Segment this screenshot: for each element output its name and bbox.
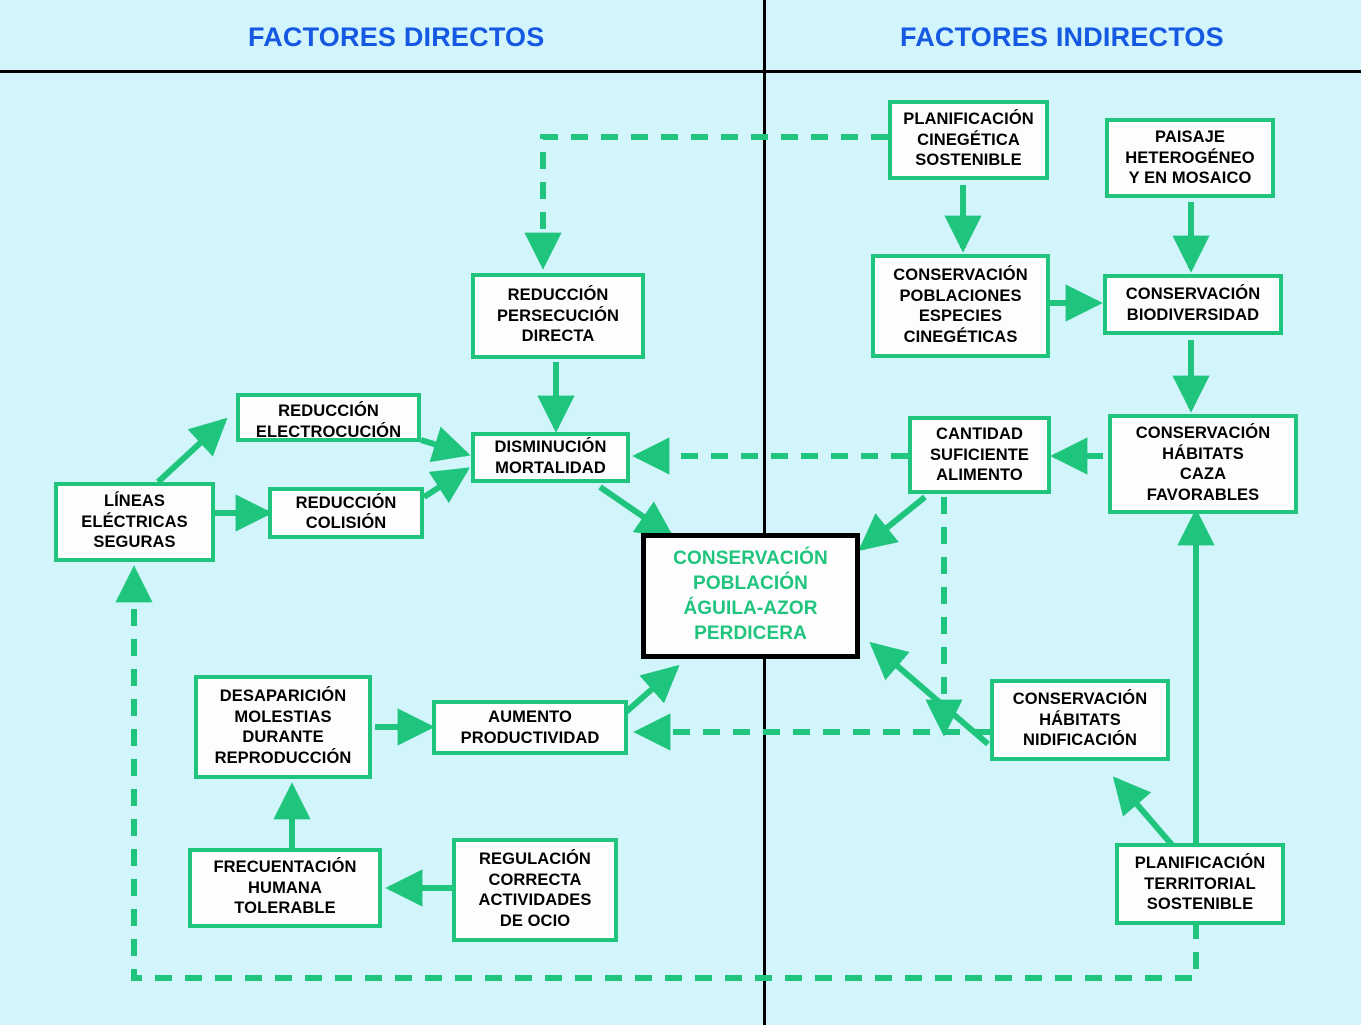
edge-colision-to-mortalidad	[422, 467, 471, 504]
edge-productividad-to-centro	[624, 664, 680, 715]
edge-territorial-to-nidificacion	[1112, 776, 1175, 847]
edge-nidificacion-to-centro	[869, 641, 990, 747]
header-factores-directos: FACTORES DIRECTOS	[248, 22, 545, 52]
edge-electrocucion-to-mortalidad	[420, 426, 471, 463]
edge-cantidad-to-centro	[858, 494, 927, 552]
horizontal-divider	[0, 70, 1361, 73]
edge-mortalidad-to-centro	[598, 484, 674, 538]
header-factores-indirectos: FACTORES INDIRECTOS	[900, 22, 1224, 52]
edge-cinegetica-to-persecucion-dashed	[524, 134, 888, 270]
vertical-divider	[763, 0, 766, 1025]
edge-lineas-to-electrocucion	[155, 417, 228, 485]
edge-territorial-to-lineas-dashed	[115, 565, 1199, 981]
